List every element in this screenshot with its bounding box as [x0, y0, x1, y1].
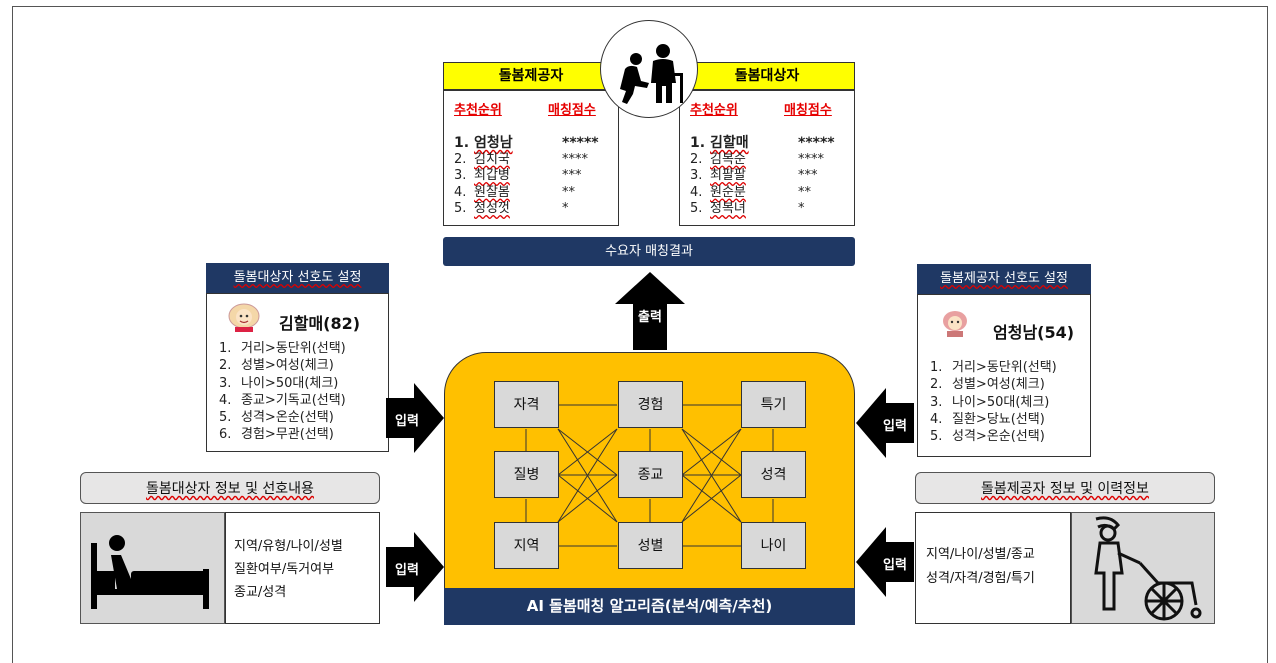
bed-patient-icon [91, 535, 209, 609]
list-item: 4.원잘봄** [454, 184, 575, 200]
provider-pref-title: 돌봄제공자 선호도 설정 [917, 264, 1091, 294]
receiver-person-name: 김할매(82) [279, 314, 361, 333]
list-item: 3.최갑병*** [454, 168, 582, 183]
list-item: 1.김할매***** [690, 135, 835, 151]
list-item: 5.성격>온순(선택) [219, 410, 334, 426]
list-item: 3.나이>50대(체크) [219, 375, 339, 391]
node-region: 지역 [494, 522, 559, 569]
list-item: 4.질환>당뇨(선택) [930, 411, 1045, 427]
provider-info-panel: 지역/나이/성별/종교 성격/자격/경험/특기 [915, 512, 1071, 624]
wheelchair-caregiver-icon [1094, 516, 1202, 621]
caregiver-avatar-icon [943, 311, 967, 337]
provider-info-text: 지역/나이/성별/종교 성격/자격/경험/특기 [926, 547, 1035, 586]
list-item: 6.경험>무관(선택) [219, 427, 334, 443]
receiver-info-title: 돌봄대상자 정보 및 선호내용 [80, 472, 380, 504]
rank-label: 추천순위 [690, 103, 738, 118]
node-personality: 성격 [741, 451, 806, 498]
input-arrow-label: 입력 [395, 563, 419, 578]
node-disease: 질병 [494, 451, 559, 498]
provider-pref-panel: 엄청남(54) 1.거리>동단위(선택) 2.성별>여성(체크) 3.나이>50… [917, 294, 1091, 457]
algorithm-bar: AI 돌봄매칭 알고리즘(분석/예측/추천) [444, 588, 855, 625]
receiver-pref-title: 돌봄대상자 선호도 설정 [206, 263, 389, 293]
result-bar: 수요자 매칭결과 [443, 237, 855, 266]
receiver-info-text: 지역/유형/나이/성별 질환여부/독거여부 종교/성격 [234, 539, 343, 600]
input-arrow-label: 입력 [883, 419, 907, 434]
list-item: 2.김치국**** [454, 151, 588, 167]
list-item: 5.정복녀* [690, 201, 805, 216]
list-item: 2.성별>여성(체크) [930, 377, 1045, 393]
list-item: 4.종교>기독교(선택) [219, 392, 346, 408]
input-arrow-icon [856, 388, 914, 458]
list-item: 1.엄청남***** [454, 135, 599, 151]
receiver-result-header: 돌봄대상자 [679, 62, 855, 90]
receiver-info-panel: 지역/유형/나이/성별 질환여부/독거여부 종교/성격 [225, 512, 380, 624]
input-arrow-icon [856, 527, 914, 597]
node-gender: 성별 [618, 522, 683, 569]
list-item: 2.김복순**** [690, 151, 824, 167]
algorithm-connections [525, 404, 774, 547]
provider-result-panel: 추천순위 매칭점수 1.엄청남***** 2.김치국**** 3.최갑병*** … [443, 90, 619, 226]
list-item: 3.최팔팔*** [690, 168, 818, 183]
input-arrow-label: 입력 [395, 414, 419, 429]
input-arrow-icon [386, 383, 444, 453]
input-arrow-label: 입력 [883, 558, 907, 573]
output-arrow-icon [615, 272, 685, 350]
receiver-image-panel [80, 512, 225, 624]
receiver-pref-list: 1.거리>동단위(선택) 2.성별>여성(체크) 3.나이>50대(체크) 4.… [219, 340, 387, 444]
provider-pref-list: 1.거리>동단위(선택) 2.성별>여성(체크) 3.나이>50대(체크) 4.… [930, 359, 1090, 445]
input-arrow-icon [386, 532, 444, 602]
diagram-frame [12, 6, 1268, 663]
node-age: 나이 [741, 522, 806, 569]
score-label: 매칭점수 [784, 103, 832, 118]
output-arrow-label: 출력 [638, 310, 662, 325]
provider-result-header: 돌봄제공자 [443, 62, 619, 90]
grandmother-icon [228, 303, 260, 332]
provider-image-panel [1071, 512, 1215, 624]
caregiver-circle [600, 20, 698, 118]
list-item: 1.거리>동단위(선택) [930, 360, 1057, 375]
provider-info-title: 돌봄제공자 정보 및 이력정보 [915, 472, 1215, 504]
node-qualification: 자격 [494, 381, 559, 428]
list-item: 4.원순분** [690, 184, 811, 200]
list-item: 3.나이>50대(체크) [930, 394, 1050, 410]
provider-rank-list: 1.엄청남***** 2.김치국**** 3.최갑병*** 4.원잘봄** 5.… [454, 135, 614, 218]
score-label: 매칭점수 [548, 103, 596, 118]
node-specialty: 특기 [741, 381, 806, 428]
provider-person-name: 엄청남(54) [993, 323, 1075, 342]
receiver-pref-panel: 김할매(82) 1.거리>동단위(선택) 2.성별>여성(체크) 3.나이>50… [206, 293, 389, 452]
rank-label: 추천순위 [454, 103, 502, 118]
node-experience: 경험 [618, 381, 683, 428]
list-item: 1.거리>동단위(선택) [219, 341, 346, 356]
caregiver-icon [620, 44, 683, 104]
receiver-rank-list: 1.김할매***** 2.김복순**** 3.최팔팔*** 4.원순분** 5.… [690, 135, 850, 218]
list-item: 5.정성껏* [454, 201, 569, 216]
list-item: 2.성별>여성(체크) [219, 358, 334, 374]
list-item: 5.성격>온순(선택) [930, 429, 1045, 445]
node-religion: 종교 [618, 451, 683, 498]
receiver-result-panel: 추천순위 매칭점수 1.김할매***** 2.김복순**** 3.최팔팔*** … [679, 90, 855, 226]
